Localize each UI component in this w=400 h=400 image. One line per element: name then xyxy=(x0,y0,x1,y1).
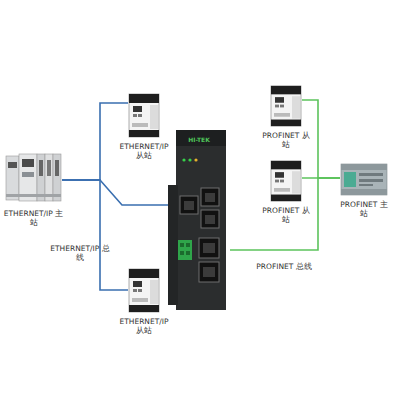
device-label: ETHERNET/IP 从站 xyxy=(115,317,173,335)
ethernet-ip-slave: ETHERNET/IP 从站 xyxy=(128,268,160,313)
bus-wire xyxy=(62,180,168,205)
bus-wire xyxy=(62,180,128,290)
drive-illustration xyxy=(128,93,160,138)
profinet-slave: PROFINET 从站 xyxy=(270,85,302,127)
protocol-gateway: HI-TEK xyxy=(168,130,230,310)
drive-illustration xyxy=(128,268,160,313)
plc-illustration xyxy=(340,163,388,196)
bus-wire xyxy=(62,103,128,180)
device-label: ETHERNET/IP 从站 xyxy=(115,142,173,160)
bus-wire xyxy=(230,178,340,250)
profinet-slave: PROFINET 从站 xyxy=(270,160,302,202)
device-label: PROFINET 主站 xyxy=(340,200,388,218)
device-label: PROFINET 从站 xyxy=(262,206,310,224)
gateway-illustration xyxy=(168,130,230,310)
plc-illustration xyxy=(5,150,62,205)
profinet-master: PROFINET 主站 xyxy=(340,163,388,196)
drive-illustration xyxy=(270,85,302,127)
ethernet-ip-slave: ETHERNET/IP 从站 xyxy=(128,93,160,138)
device-label: PROFINET 从站 xyxy=(262,131,310,149)
ethernet-ip-master: ETHERNET/IP 主站 xyxy=(5,150,62,205)
brand-logo: HI-TEK xyxy=(168,136,230,143)
drive-illustration xyxy=(270,160,302,202)
device-label: ETHERNET/IP 主站 xyxy=(2,209,66,227)
bus-label: ETHERNET/IP 总线 xyxy=(50,244,110,262)
bus-label: PROFINET 总线 xyxy=(256,262,312,271)
